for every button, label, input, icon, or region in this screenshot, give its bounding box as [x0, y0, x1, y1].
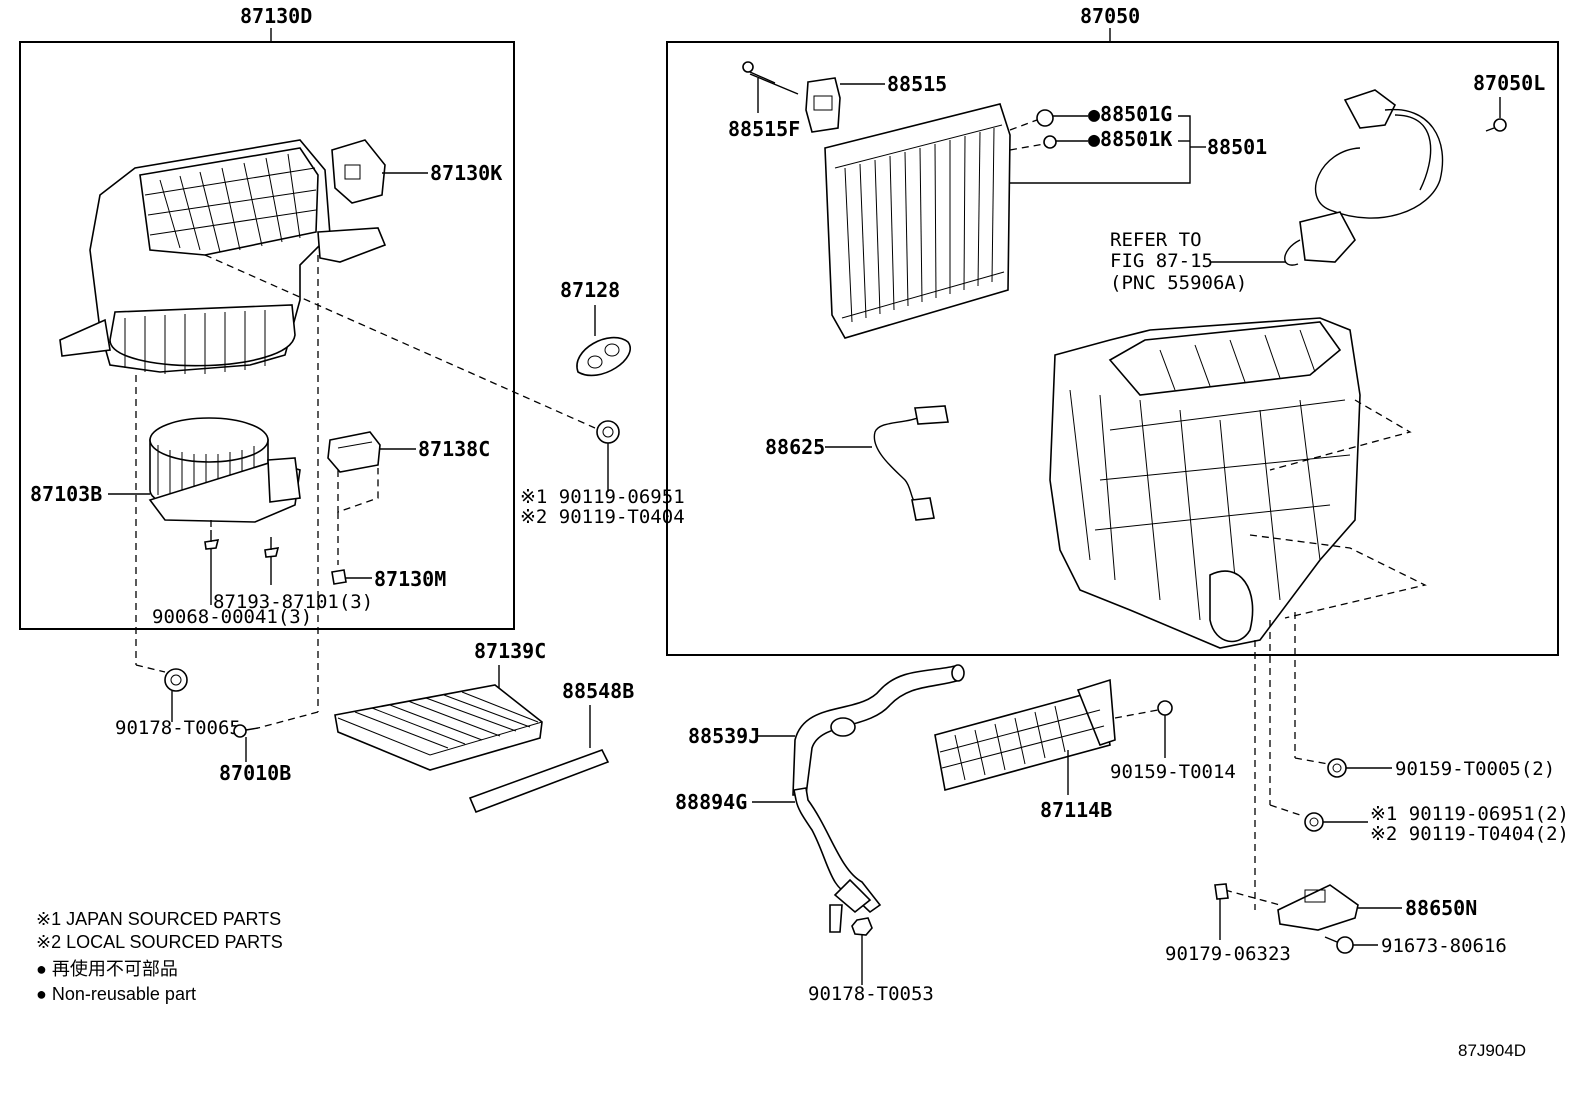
- heater-core-87114B-drawing: [934, 678, 1116, 792]
- screw-87010B-drawing: [233, 724, 259, 738]
- bolt-90119-drawing: [596, 420, 620, 444]
- diagram-code: 87J904D: [1458, 1041, 1526, 1060]
- group-box-87130D: [19, 41, 515, 630]
- label-90179-06323: 90179-06323: [1165, 943, 1291, 965]
- label-88501G: ●88501G: [1088, 102, 1172, 126]
- label-refer-to: REFER TO: [1110, 229, 1202, 251]
- label-90068-00041: 90068-00041(3): [152, 606, 312, 628]
- label-87103B: 87103B: [30, 482, 102, 506]
- label-87139C: 87139C: [474, 639, 546, 663]
- sensor-88625-drawing: [873, 405, 949, 521]
- o-ring-88501G-drawing: [1036, 109, 1054, 127]
- bolt-90119-2-drawing: [1304, 812, 1324, 832]
- blower-case-drawing: [59, 139, 387, 374]
- label-87193-87101: 87193-87101(3): [213, 591, 373, 613]
- label-88515: 88515: [887, 72, 947, 96]
- resistor-87138C-drawing: [327, 431, 381, 473]
- clip-87130M-drawing: [331, 569, 347, 585]
- nut-90178-T0053-drawing: [851, 917, 873, 936]
- screw-90068-drawing: [204, 530, 220, 550]
- label-88501K: ●88501K: [1088, 127, 1172, 151]
- grommet-87128-drawing: [576, 336, 631, 377]
- screw-87193-drawing: [264, 537, 280, 558]
- label-88501: 88501: [1207, 135, 1267, 159]
- label-87128: 87128: [560, 278, 620, 302]
- label-88625: 88625: [765, 435, 825, 459]
- label-87130K: 87130K: [430, 161, 502, 185]
- legend-non-reusable-en: ● Non-reusable part: [36, 984, 196, 1004]
- seal-88548B-drawing: [468, 749, 610, 814]
- label-90119-T0404-2: ※2 90119-T0404(2): [1370, 823, 1569, 845]
- label-87010B: 87010B: [219, 761, 291, 785]
- label-90159-T0014: 90159-T0014: [1110, 761, 1236, 783]
- label-88650N: 88650N: [1405, 896, 1477, 920]
- label-87130M: 87130M: [374, 567, 446, 591]
- label-fig-87-15: FIG 87-15: [1110, 250, 1213, 272]
- legend-non-reusable-jp: ● 再使用不可部品: [36, 959, 178, 979]
- label-87138C: 87138C: [418, 437, 490, 461]
- group-title-87050: 87050: [1080, 4, 1140, 28]
- legend-local-sourced: ※2 LOCAL SOURCED PARTS: [36, 932, 283, 952]
- evaporator-88501-drawing: [824, 103, 1011, 339]
- hose-88894G-drawing: [793, 787, 882, 933]
- label-88515F: 88515F: [728, 117, 800, 141]
- label-90159-T0005: 90159-T0005(2): [1395, 758, 1555, 780]
- blower-motor-87103B-drawing: [148, 417, 301, 523]
- screw-87050L-drawing: [1485, 118, 1507, 132]
- label-90178-T0053: 90178-T0053: [808, 983, 934, 1005]
- label-88548B: 88548B: [562, 679, 634, 703]
- label-pnc-55906a: (PNC 55906A): [1110, 272, 1247, 294]
- screw-90159-T0014-drawing: [1157, 700, 1173, 716]
- screw-90159-T0005-drawing: [1327, 758, 1347, 778]
- label-87114B: 87114B: [1040, 798, 1112, 822]
- nut-90178-T0065-drawing: [164, 668, 188, 692]
- bolt-91673-drawing: [1324, 936, 1354, 954]
- label-90178-T0065: 90178-T0065: [115, 717, 241, 739]
- group-title-87130D: 87130D: [240, 4, 312, 28]
- group-box-87050: [666, 41, 1559, 656]
- label-90119-06951-2: ※1 90119-06951(2): [1370, 803, 1569, 825]
- label-91673-80616: 91673-80616: [1381, 935, 1507, 957]
- o-ring-88501K-drawing: [1043, 135, 1057, 149]
- label-87050L: 87050L: [1473, 71, 1545, 95]
- bolt-88515F-drawing: [742, 61, 799, 95]
- hose-88539J-drawing: [792, 664, 965, 796]
- clip-90179-drawing: [1214, 883, 1229, 900]
- label-90119-06951: ※1 90119-06951: [520, 486, 685, 508]
- label-88539J: 88539J: [688, 724, 760, 748]
- servo-harness-drawing: [1284, 89, 1444, 266]
- actuator-87130K-drawing: [331, 139, 386, 204]
- label-90119-T0404: ※2 90119-T0404: [520, 506, 685, 528]
- bracket-88650N-drawing: [1277, 884, 1359, 931]
- air-filter-87139C-drawing: [334, 684, 543, 771]
- heater-unit-drawing: [1049, 317, 1361, 649]
- legend-japan-sourced: ※1 JAPAN SOURCED PARTS: [36, 909, 281, 929]
- expansion-valve-88515-drawing: [805, 77, 841, 133]
- label-88894G: 88894G: [675, 790, 747, 814]
